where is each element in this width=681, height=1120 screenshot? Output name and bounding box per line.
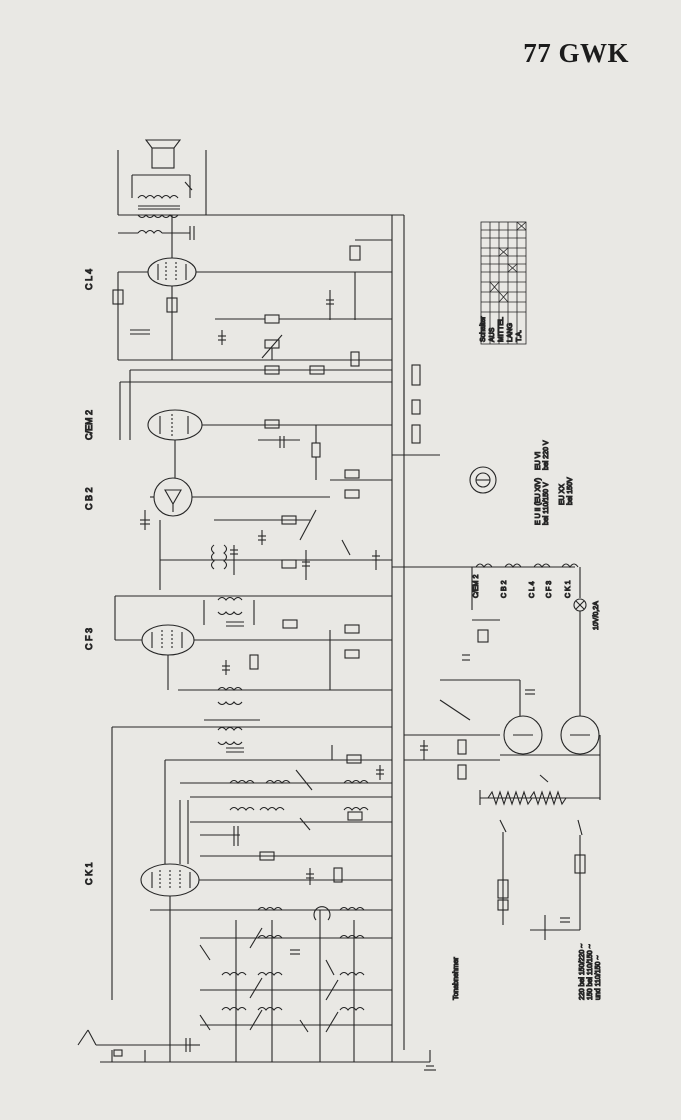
magic-eye-socket	[469, 466, 497, 494]
coil-osc-2	[229, 806, 255, 811]
tube-rectifier-2	[503, 715, 543, 755]
heater-label-ck1: C K 1	[565, 580, 572, 598]
note-eu-vi: EU VI	[535, 452, 542, 470]
loudspeaker-symbol	[131, 139, 193, 219]
coil-rf-3	[221, 971, 247, 976]
tube-cl4	[147, 257, 197, 287]
coil-if3	[217, 726, 243, 731]
note-eu-xx: EU XX	[559, 484, 566, 505]
switch-table	[480, 221, 527, 345]
switch-table-labels: Schalter AUS MITTEL LANG T.A.	[479, 315, 523, 342]
switch-row-mittel: MITTEL	[498, 317, 505, 342]
tube-cem2	[147, 409, 203, 441]
coil-rf-4	[221, 1006, 247, 1011]
switch-row-schalter: Schalter	[480, 316, 487, 342]
coil-if1	[217, 596, 243, 601]
tube-label-cem2: C/EM 2	[84, 410, 94, 440]
tube-label-cb2: C B 2	[84, 487, 94, 510]
coil-osc-1	[229, 779, 255, 784]
note-bei-110: bei 110/150 V	[543, 482, 550, 525]
heater-label-cb2: C B 2	[501, 580, 508, 598]
voltage-selector-resistor	[487, 790, 533, 806]
tube-cf3	[141, 624, 195, 656]
note-eu-ii: E U II (EU XIV)	[535, 478, 542, 525]
heater-label-cf3: C F 3	[546, 581, 553, 598]
coil-detector	[210, 544, 215, 570]
note-150: 150 bei 110/150 ~	[587, 944, 594, 1000]
switch-row-aus: AUS	[489, 327, 496, 342]
tube-label-cf3: C F 3	[84, 628, 94, 650]
note-tonabnehmer: Tonabnehmer	[453, 957, 460, 1000]
tube-rectifier-1	[560, 715, 600, 755]
tube-label-cl4: C L 4	[84, 269, 94, 290]
switch-row-ta: T.A.	[516, 330, 523, 342]
heater-label-cem2: C/EM 2	[473, 575, 480, 598]
tube-label-ck1: C K 1	[84, 862, 94, 885]
note-110: und 110/150 ~	[595, 956, 602, 1000]
tube-cb2	[153, 477, 193, 517]
coil-rf-2	[257, 934, 283, 939]
coil-if2	[217, 686, 243, 691]
note-bei-150: bei 150V	[567, 477, 574, 505]
heater-label-cl4: C L 4	[529, 581, 536, 598]
switch-row-lang: LANG	[507, 323, 514, 342]
lamp-label: 10V/0,2A	[593, 601, 600, 630]
coil-rf-1	[257, 906, 283, 911]
note-bei-220: bei 220 V	[543, 440, 550, 470]
page-title: 77 GWK	[523, 38, 629, 68]
tube-ck1	[140, 863, 200, 897]
output-choke	[137, 229, 163, 234]
note-220: 220 bei 150/220 ~	[579, 944, 586, 1000]
antenna-input	[77, 1029, 200, 1062]
